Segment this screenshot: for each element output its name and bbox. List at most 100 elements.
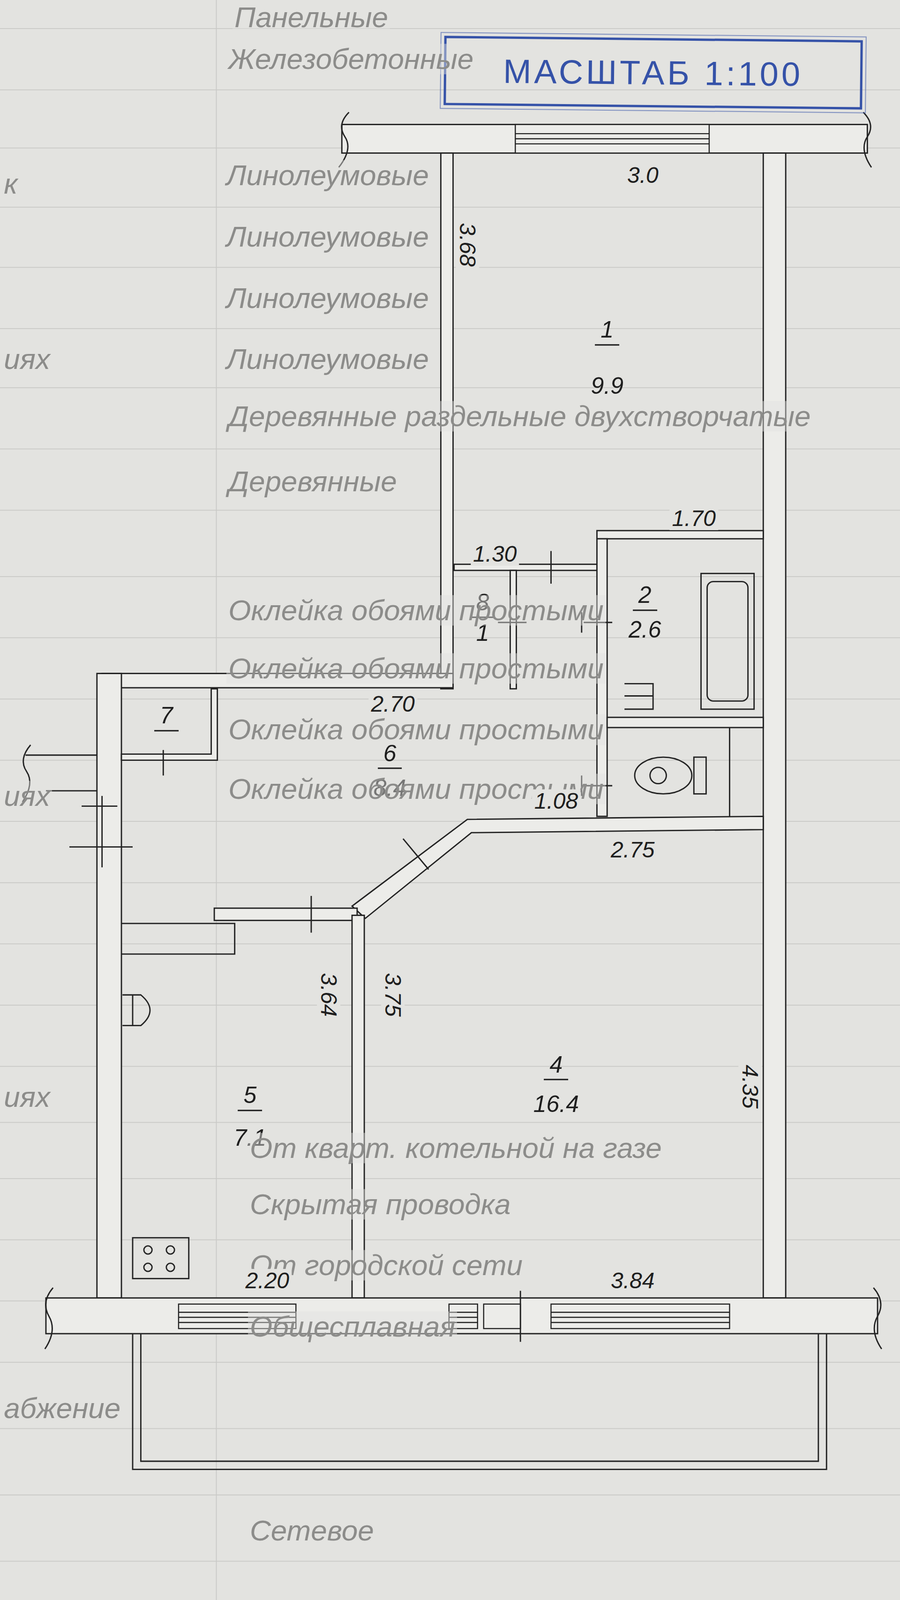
form-field-text: иях [1,344,53,375]
balcony [140,1333,818,1462]
form-field-text: Оклейка обоями простыми [226,594,606,626]
plumbing-fixture [132,1237,189,1279]
wall [214,907,358,921]
dimension-label: 2.75 [608,838,657,862]
door-mark [310,895,313,933]
door-mark [403,838,429,870]
form-field-text: Скрытая проводка [247,1188,513,1220]
room-number: 5 [237,1082,263,1111]
dimension-label: 1.70 [669,506,719,531]
form-field-text: иях [1,1081,53,1113]
dimension-label: 2.70 [368,692,417,716]
dimension-label: 3.68 [455,220,480,270]
window [515,138,710,140]
plumbing-fixture [122,994,150,1026]
wall [352,816,764,919]
plumbing-fixture [624,695,653,697]
window [551,1304,730,1329]
form-line [0,1361,900,1363]
door-mark [81,805,118,807]
room-area: 7 [122,688,218,760]
form-line [0,1427,900,1429]
plumbing-fixture [166,1245,175,1254]
wall-break [863,112,872,168]
stamp-text: МАСШТАБ 1:100 [502,51,803,94]
form-field-text: Сетевое [247,1515,376,1546]
wall-line [45,789,98,792]
form-field-text: Линолеумовые [224,160,431,191]
form-field-text: Оклейка обоями простыми [226,714,606,745]
plumbing-fixture [650,767,667,784]
wall-break [338,112,350,168]
form-field-text: Общесплавная [247,1311,458,1342]
window [178,124,730,1329]
wall-line [25,754,97,756]
dimension-label: 3.0 [624,163,661,188]
wall [607,717,764,728]
dimension-label: 3.84 [608,1268,657,1293]
form-field-text: Линолеумовые [224,344,431,375]
window [551,1321,730,1323]
plumbing-fixture [143,1245,152,1254]
plumbing-fixture [166,1263,175,1272]
form-line [0,1560,900,1562]
door-mark [101,795,103,868]
room-number: 2 [632,583,658,612]
form-line [0,28,900,30]
wall-line [25,727,730,954]
form-field-text: иях [1,780,53,811]
window [515,143,710,145]
room-number: 7 [154,703,179,732]
room-area-value: 16.4 [530,1090,582,1118]
balcony [132,1333,827,1470]
form-field-text: Деревянные раздельные двухстворчатые [226,401,813,432]
dimension-label: 3.64 [316,970,341,1020]
door-mark [69,846,133,848]
dimension-label: 1.30 [470,542,519,566]
wall [121,688,218,760]
wall-break [45,1287,53,1350]
wall-line [728,727,731,817]
room-area: 22.6 [607,538,764,718]
wall [763,152,786,1298]
wall-break [22,112,882,1349]
room-area: 19.9 [454,153,761,531]
window [551,1316,730,1318]
plumbing-fixture [634,757,692,794]
wall [97,673,122,1298]
room-area-value: 9.9 [587,372,627,400]
door-mark [69,550,613,1342]
plumbing-fixture [693,757,706,794]
plumbing-fixture [143,1263,152,1272]
wall [45,124,878,1334]
wall [341,124,868,154]
dimension-label: 1.08 [532,789,581,813]
room-area: 416.4 [365,831,764,1296]
plumbing-fixture [624,683,653,709]
form-line [0,1494,900,1496]
plumbing-fixture [122,573,754,1279]
room-area-value: 2.6 [625,616,665,644]
form-field-text: к [1,168,20,199]
wall [352,915,365,1298]
wall [596,530,764,539]
door-mark [162,750,165,776]
form-field-text: Деревянные [226,466,399,497]
form-field-text: От кварт. котельной на газе [247,1132,664,1163]
dimension-label: 4.35 [738,1062,762,1111]
window [515,124,710,154]
form-field-text: Линолеумовые [224,282,431,314]
window [515,133,710,135]
form-line [216,0,218,1600]
wall-line [121,923,235,954]
form-field-text: Линолеумовые [224,221,431,252]
form-field-text: Железобетонные [226,44,476,75]
room-number: 1 [594,317,620,346]
plumbing-fixture [132,994,134,1026]
plumbing-fixture [707,581,749,702]
form-field-text: Панельные [232,1,390,33]
dimension-label: 3.75 [381,970,405,1020]
door-mark [550,550,552,584]
